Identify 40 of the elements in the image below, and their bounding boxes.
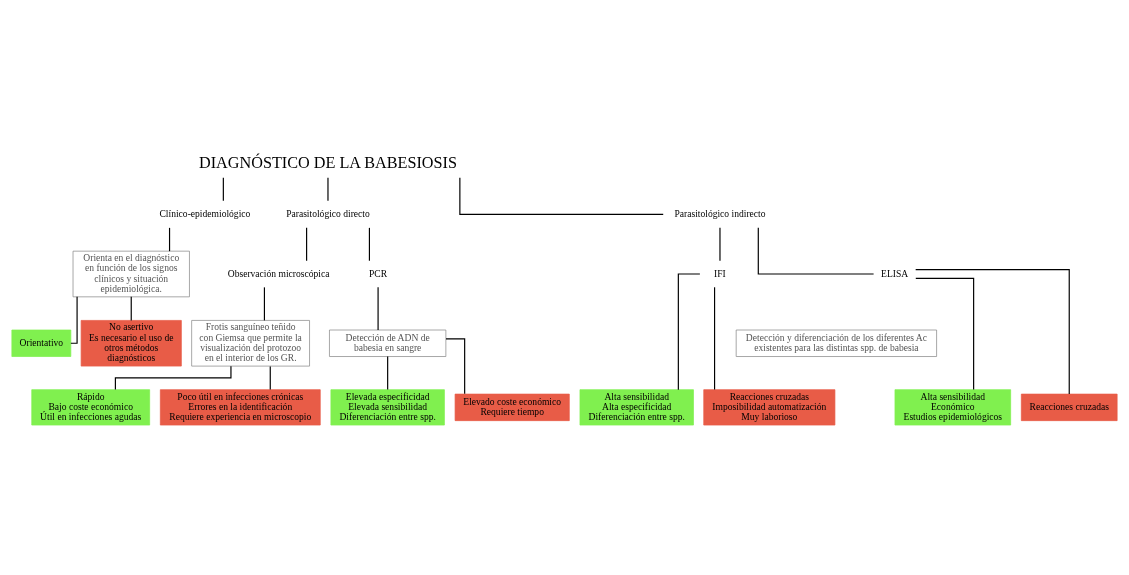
connector bbox=[269, 365, 271, 390]
node-text: Clínico-epidemiológico bbox=[159, 207, 251, 219]
connector bbox=[306, 226, 308, 261]
connector bbox=[168, 226, 171, 252]
node-text: DIAGNÓSTICO DE LA BABESIOSIS bbox=[199, 153, 457, 172]
node-box: Orientativo bbox=[11, 329, 72, 357]
connector bbox=[677, 272, 701, 390]
node-box: Reacciones cruzadas bbox=[1020, 393, 1118, 421]
node-text: Parasitológico indirecto bbox=[674, 207, 766, 219]
node-text: IFI bbox=[714, 267, 726, 279]
connector bbox=[114, 365, 232, 390]
node-box: Detección y diferenciación de los diferentes Ac existentes para las distintas spp. de babesia bbox=[735, 329, 937, 357]
node-box: Reacciones cruzadas Imposibilidad automatización Muy laborioso bbox=[703, 388, 836, 425]
node-text: PCR bbox=[369, 267, 388, 279]
connector bbox=[459, 176, 664, 215]
node-text: Observación microscópica bbox=[227, 267, 330, 279]
connector bbox=[445, 337, 466, 394]
node-text: Parasitológico directo bbox=[286, 207, 370, 219]
connector bbox=[714, 286, 716, 390]
connector bbox=[757, 226, 875, 275]
node-box: Elevado coste económico Requiere tiempo bbox=[454, 393, 570, 421]
connector bbox=[915, 277, 975, 390]
node-box: Elevada especificidad Elevada sensibilidad Diferenciación entre spp. bbox=[330, 388, 445, 425]
node-box: Alta sensibilidad Alta especificidad Diferenciación entre spp. bbox=[579, 388, 694, 425]
node-box: Poco útil en infecciones crónicas Errores en la identificación Requiere experiencia en microscopio bbox=[159, 388, 321, 425]
connector bbox=[222, 176, 224, 201]
node-text: ELISA bbox=[881, 267, 909, 279]
node-box: Alta sensibilidad Económico Estudios epidemiológicos bbox=[894, 388, 1012, 425]
connector bbox=[263, 286, 265, 321]
connector bbox=[387, 355, 389, 390]
node-box: Orienta en el diagnóstico en función de los signos clínicos y situación epidemiológica. bbox=[72, 250, 190, 297]
node-box: Detección de ADN de babesia en sangre bbox=[329, 329, 447, 357]
connector bbox=[915, 268, 1070, 394]
connector bbox=[377, 286, 379, 331]
connector bbox=[368, 226, 370, 261]
connector bbox=[130, 295, 132, 321]
connector bbox=[70, 295, 78, 344]
node-box: Frotis sanguíneo teñido con Giemsa que permite la visualización del protozoo en el interior de los GR. bbox=[191, 319, 310, 366]
node-box: No asertivo Es necesario el uso de otros métodos diagnósticos bbox=[80, 319, 182, 366]
node-box: Rápido Bajo coste económico Útil en infecciones agudas bbox=[31, 388, 151, 425]
